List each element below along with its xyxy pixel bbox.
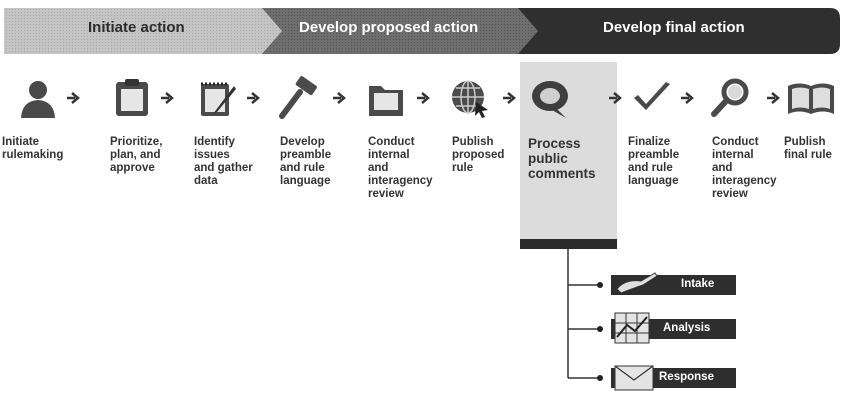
step-label-conduct-review-final: Conduct internal and interagency review	[712, 136, 777, 200]
phase-label-initiate: Initiate action	[88, 19, 185, 36]
step-label-finalize-preamble: Finalize preamble and rule language	[628, 136, 680, 187]
grid-chart-icon	[611, 311, 659, 345]
step-label-publish-final: Publish final rule	[784, 136, 832, 161]
phase-chevron-proposed	[262, 8, 542, 54]
speech-bubble-icon	[528, 76, 572, 120]
arrow-right-icon	[246, 88, 260, 108]
arrow-right-icon	[332, 88, 346, 108]
arrow-right-icon	[766, 88, 780, 108]
arrow-right-icon	[416, 88, 430, 108]
globe-icon	[448, 76, 492, 120]
phase-label-proposed: Develop proposed action	[299, 19, 479, 36]
step-label-prioritize: Prioritize, plan, and approve	[110, 136, 163, 174]
phase-chevron-final	[518, 8, 840, 54]
sub-step-response: Response	[611, 365, 736, 391]
sub-step-label: Analysis	[663, 322, 711, 334]
phase-label-final: Develop final action	[603, 19, 745, 36]
sub-step-label: Response	[659, 371, 714, 383]
folder-icon	[364, 76, 408, 120]
hand-pen-icon	[611, 267, 659, 301]
arrow-right-icon	[502, 88, 516, 108]
sub-step-label: Intake	[681, 278, 715, 290]
clipboard-icon	[110, 76, 154, 120]
step-label-develop-preamble: Develop preamble and rule language	[280, 136, 332, 187]
arrow-right-icon	[66, 88, 80, 108]
person-icon	[16, 76, 60, 120]
sub-step-analysis: Analysis	[611, 312, 736, 344]
step-label-process-comments: Process public comments	[528, 136, 596, 181]
sub-step-intake: Intake	[611, 272, 736, 295]
notepad-pencil-icon	[196, 76, 240, 120]
step-label-identify-issues: Identify issues and gather data	[194, 136, 253, 187]
open-book-icon	[786, 76, 836, 120]
arrow-right-icon	[608, 88, 622, 108]
phase-banner	[4, 8, 840, 54]
step-label-initiate-rulemaking: Initiate rulemaking	[2, 136, 64, 161]
step-label-publish-proposed: Publish proposed rule	[452, 136, 505, 174]
highlight-bar	[520, 239, 617, 249]
arrow-right-icon	[680, 88, 694, 108]
phase-chevron-initiate	[4, 8, 286, 54]
gavel-icon	[276, 76, 320, 120]
magnifier-icon	[708, 76, 752, 120]
step-label-conduct-review-proposed: Conduct internal and interagency review	[368, 136, 433, 200]
arrow-right-icon	[160, 88, 174, 108]
envelope-icon	[611, 360, 659, 394]
checkmark-icon	[630, 76, 674, 120]
